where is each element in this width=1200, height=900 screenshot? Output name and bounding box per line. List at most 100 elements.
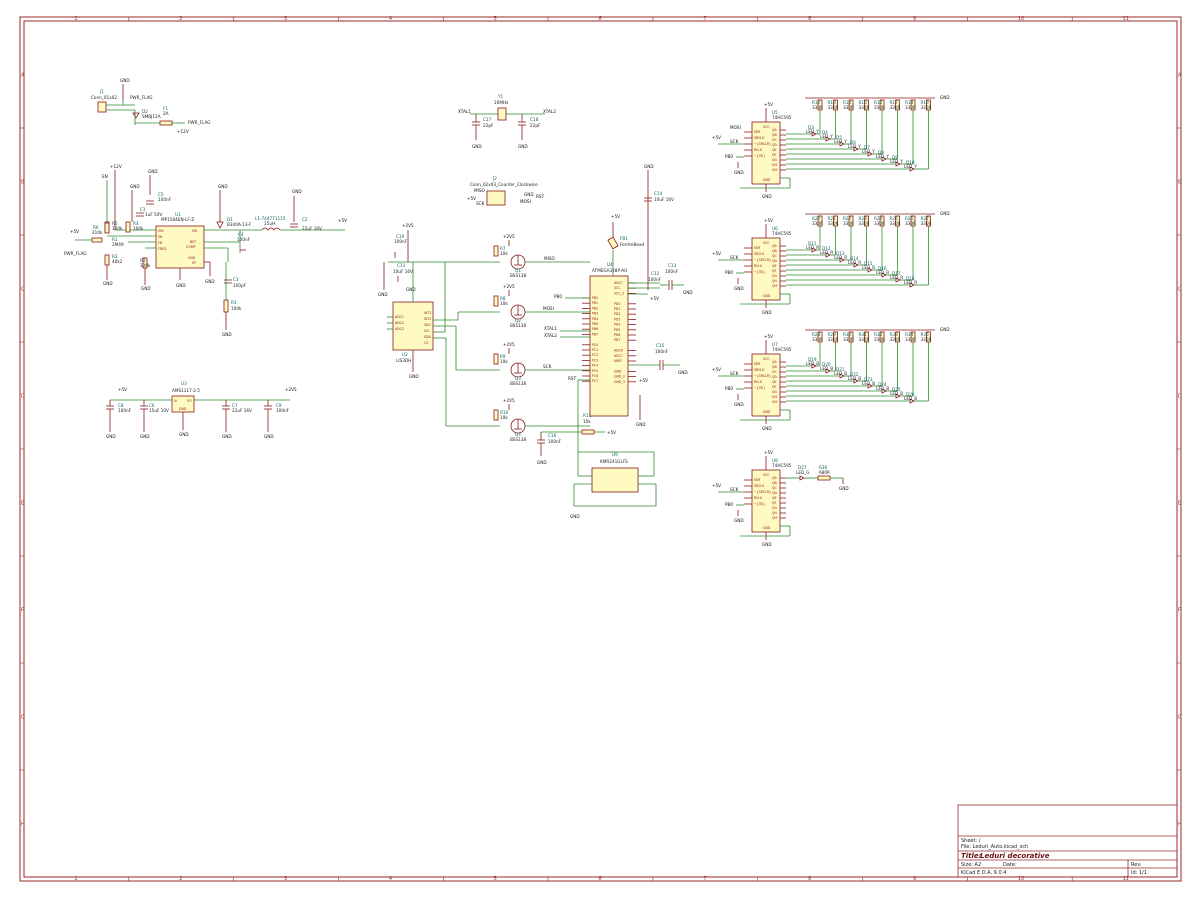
- u2-pin-left: ADC3: [395, 327, 404, 331]
- led-resistor-value: 330R: [843, 337, 854, 342]
- zone-col-bottom: 4: [389, 876, 392, 882]
- led-resistor-ref: R20: [812, 216, 821, 221]
- led-value: LED_B: [876, 386, 889, 391]
- ldo-gnd-1: GND: [106, 434, 116, 439]
- f1-value: 2A: [163, 111, 169, 116]
- led-resistor-ref: R32: [874, 332, 883, 337]
- sr-pin-right: QG: [772, 506, 778, 510]
- mcu-pin-left: PB3: [592, 312, 598, 316]
- buck-gnd-7: GND: [176, 283, 186, 288]
- led-ref: D20: [822, 362, 831, 367]
- j2-ref: J2: [492, 176, 497, 181]
- led-value: LED_Y: [848, 144, 861, 149]
- led-value: LED_B: [820, 366, 833, 371]
- c15-ref: C15: [656, 343, 665, 348]
- sr-pin-left: ~{OE}: [754, 502, 765, 506]
- sr-pin-right: QH: [772, 279, 778, 283]
- sr-pin-right: QE: [772, 264, 777, 268]
- c16-value: 100nF: [548, 439, 562, 444]
- tb-sheet: Sheet: /: [961, 838, 981, 844]
- sr-pin-right: QC: [772, 138, 778, 142]
- led-resistor-value: 330R: [905, 221, 916, 226]
- sr-pin-right: QD: [772, 491, 778, 495]
- sr-value: 74HC595: [772, 115, 792, 120]
- zone-col-bottom: 5: [494, 876, 497, 882]
- schottky-d1: [216, 221, 224, 229]
- mcu-pin-right: AREF: [614, 359, 622, 363]
- u9-ref: U9: [612, 452, 618, 457]
- c14-value: 10uF 16V: [654, 197, 674, 202]
- sr-pin-vcc: VCC: [763, 357, 770, 361]
- fb1-value: FerriteBead: [620, 242, 645, 247]
- isp-mosi: MOSI: [520, 199, 531, 204]
- u9-value: KMR241GLFS: [600, 459, 628, 464]
- led-resistor-value: 330R: [921, 337, 932, 342]
- zone-row-left: G: [21, 715, 25, 721]
- mosfet-v25: +2V5: [503, 398, 515, 403]
- mcu-pin-left: PC3: [592, 358, 598, 362]
- input-power-section: GND J1 Conn_01x02 PWR_FLAG D2 SMBJ12A F1…: [91, 78, 211, 134]
- sr-net-5v: +5V: [712, 135, 721, 140]
- resistor-r6: [91, 237, 103, 243]
- buck-ic-u1: [155, 225, 205, 269]
- tb-date: Date:: [1003, 862, 1017, 868]
- led-resistor-value: 330R: [905, 105, 916, 110]
- sr-pin-right: QF: [772, 501, 777, 505]
- mcu-net-xtal1: XTAL1: [544, 326, 557, 331]
- buck-gnd-3: GND: [218, 184, 228, 189]
- u3-ref: U3: [181, 381, 187, 386]
- sr-pin-right: QC: [772, 486, 778, 490]
- led-ref: D13: [836, 251, 845, 256]
- buck-gnd-1: GND: [130, 184, 140, 189]
- sr-pin-right: QH': [772, 168, 778, 172]
- pwr-flag-1: PWR_FLAG: [130, 95, 153, 100]
- sr-pin-right: QH: [772, 511, 778, 515]
- sr-pin-right: QE: [772, 148, 777, 152]
- u1-pin-fb: FB: [158, 241, 162, 245]
- shift-register-ic: [751, 353, 781, 417]
- led-resistor: [817, 475, 831, 481]
- resistor-r3: [223, 299, 229, 313]
- sr-pin-right: QB: [772, 133, 777, 137]
- led-gnd: GND: [839, 486, 849, 491]
- buck-gnd-4: GND: [292, 189, 302, 194]
- mcu-pin-left: PC6: [592, 374, 598, 378]
- c4-value: 100nF: [237, 237, 251, 242]
- zone-col-top: 10: [1018, 16, 1024, 22]
- mosfet-resistor: [493, 353, 499, 365]
- led-value: LED_Y: [834, 139, 847, 144]
- u2-pin-right: INT2: [424, 317, 431, 321]
- shift-register-ic: [751, 469, 781, 533]
- r3-ref: R3: [231, 300, 237, 305]
- led-ref: D3: [808, 125, 814, 130]
- mcu-pin-right: AVCC: [614, 281, 623, 285]
- led-gnd: GND: [940, 95, 950, 100]
- mosfet-value: BSS138: [510, 381, 526, 386]
- led-ref: D9: [892, 155, 898, 160]
- c11-value: 10uF 16V: [393, 269, 413, 274]
- sr-pin-right: QB: [772, 481, 777, 485]
- mcu-pin-right: PD5: [614, 328, 620, 332]
- sr-pin-right: QE: [772, 380, 777, 384]
- zone-row-right: E: [1178, 501, 1181, 507]
- sr-ref: U5: [772, 110, 778, 115]
- tb-file: File: Leduri_Auto.kicad_sch: [961, 844, 1028, 850]
- led-resistor-ref: R35: [921, 332, 930, 337]
- mosfet-resistor-value: 10k: [500, 251, 508, 256]
- led-resistor-value: 330R: [921, 105, 932, 110]
- c3-ref: C3: [233, 277, 239, 282]
- mosfet-resistor: [493, 295, 499, 307]
- c11-ref: C11: [397, 263, 406, 268]
- u3-pin-vi: VI: [174, 399, 177, 403]
- led-ref: D15: [864, 261, 873, 266]
- tb-rev: Rev:: [1131, 862, 1142, 868]
- led-resistor-value: 330R: [812, 105, 823, 110]
- led-resistor-ref: R33: [890, 332, 899, 337]
- mcu-pin-right: PD7: [614, 338, 620, 342]
- sr-net-mosi: MOSI: [730, 125, 741, 130]
- zone-col-bottom: 1: [74, 876, 77, 882]
- mosfet-v25: +2V5: [503, 234, 515, 239]
